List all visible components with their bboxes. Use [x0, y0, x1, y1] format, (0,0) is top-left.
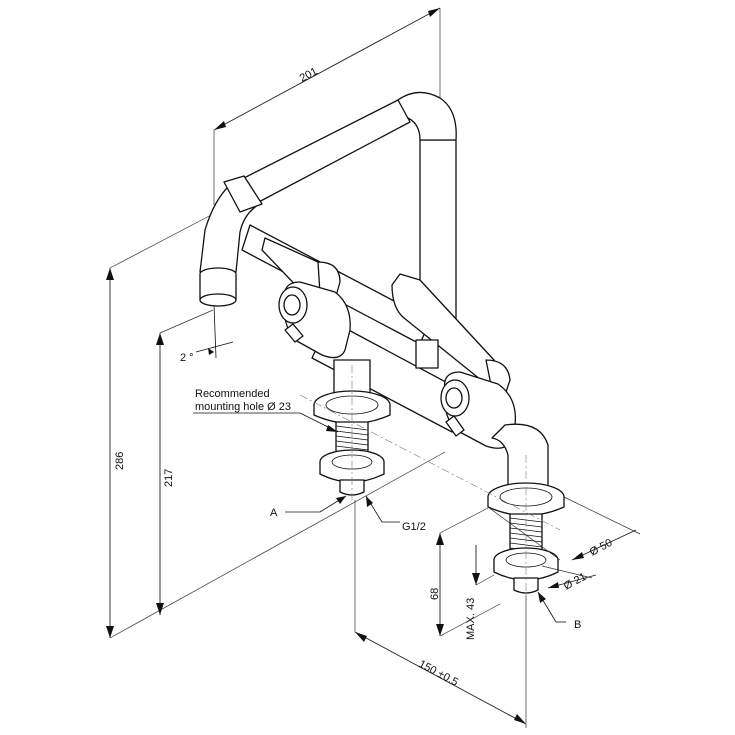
- faucet: [199, 91, 565, 594]
- center-lines: [299, 365, 561, 600]
- angle-2deg: [195, 304, 234, 359]
- dim-68: [436, 507, 501, 637]
- dim-dia21-label: Ø 21: [562, 571, 589, 593]
- mounting-note-line1: Recommended: [195, 388, 270, 400]
- dim-150-label: 150 ±0.5: [417, 658, 460, 689]
- mounting-note-line2: mounting hole Ø 23: [195, 401, 291, 413]
- mounting-note-leader: [193, 412, 339, 433]
- angle-2deg-label: 2 °: [180, 352, 194, 364]
- dim-286-label: 286: [114, 452, 126, 470]
- dim-286: [106, 212, 446, 639]
- dim-68-label: 68: [429, 588, 441, 600]
- dim-dia50: [487, 496, 641, 561]
- label-a: A: [270, 507, 278, 519]
- leader-g12: [365, 495, 400, 523]
- dim-150: [354, 500, 527, 728]
- label-b: B: [574, 619, 581, 631]
- leader-b: [537, 591, 566, 623]
- label-g12: G1/2: [402, 521, 426, 533]
- dim-max43-label: MAX. 43: [465, 598, 477, 640]
- dim-217: [156, 309, 214, 615]
- leader-a: [285, 495, 347, 513]
- dim-dia21: [541, 565, 597, 589]
- dim-dia50-label: Ø 50: [588, 537, 615, 559]
- dim-217-label: 217: [163, 469, 175, 487]
- dim-201-label: 201: [298, 65, 320, 84]
- dim-max43: [472, 545, 495, 586]
